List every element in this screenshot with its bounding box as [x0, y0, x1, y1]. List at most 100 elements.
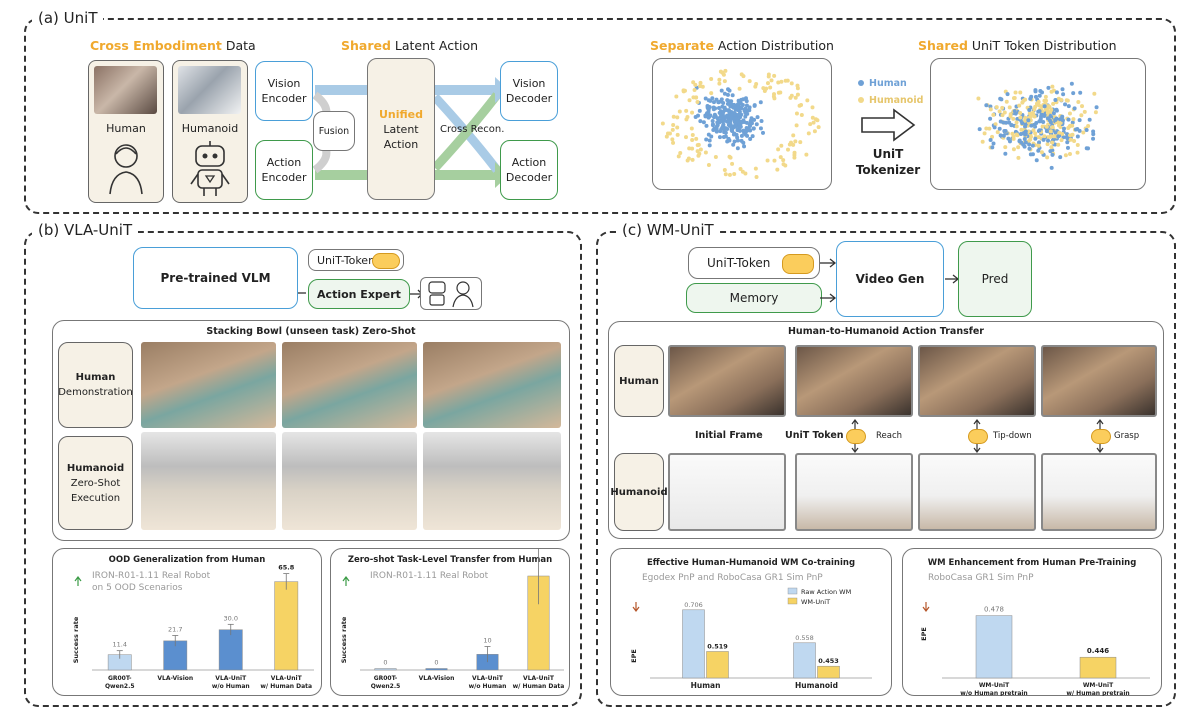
bar-0: [374, 668, 397, 671]
humanoid-exec-frame-3: [423, 432, 561, 530]
scatter-point-humanoid: [690, 137, 695, 142]
scatter-point-human: [1027, 107, 1032, 112]
scatter-point-humanoid: [811, 120, 816, 125]
scatter-point-human: [1041, 120, 1046, 125]
scatter-point-human: [1065, 140, 1070, 145]
scatter-point-human: [1003, 128, 1008, 133]
scatter-point-human: [719, 88, 724, 93]
wm-unit-token-box: UniT-Token: [688, 247, 820, 279]
scatter-point-human: [1027, 142, 1032, 147]
down-arrow-head-icon: [922, 606, 930, 612]
scatter-point-humanoid: [1080, 104, 1085, 109]
bar-2: [218, 629, 243, 671]
tokenizer-arrow-icon: [861, 108, 916, 142]
human-demo-frame-2: [282, 342, 417, 428]
grasp-label: Grasp: [1114, 431, 1140, 441]
scatter-point-humanoid: [695, 99, 700, 104]
reach-token-chip: [846, 429, 866, 444]
scatter-point-humanoid: [685, 114, 690, 119]
scatter-point-human: [1021, 142, 1026, 147]
scatter-point-human: [977, 127, 982, 132]
scatter-point-human: [752, 117, 757, 122]
chart-title: OOD Generalization from Human: [109, 555, 266, 565]
scatter-point-humanoid: [1027, 111, 1032, 116]
scatter-point-human: [1071, 91, 1076, 96]
tipdown-label: Tip-down: [993, 431, 1032, 441]
value-label-0: 0.478: [984, 606, 1004, 614]
shared-tok-word: Shared: [918, 38, 968, 53]
scatter-point-human: [727, 101, 732, 106]
category-label-2: VLA-UniT: [472, 675, 504, 682]
scatter-point-humanoid: [791, 142, 796, 147]
scatter-point-humanoid: [709, 76, 714, 81]
scatter-point-humanoid: [776, 90, 781, 95]
scatter-point-human: [703, 96, 708, 101]
scatter-point-humanoid: [772, 73, 777, 78]
scatter-point-humanoid: [676, 154, 681, 159]
scatter-point-humanoid: [1023, 97, 1028, 102]
scatter-point-human: [747, 108, 752, 113]
chart-title: WM Enhancement from Human Pre-Training: [928, 558, 1137, 568]
bar-3: [274, 581, 299, 671]
scatter-point-human: [696, 113, 701, 118]
scatter-point-humanoid: [1013, 90, 1018, 95]
tipdown-token-chip: [968, 429, 988, 444]
scatter-point-human: [706, 132, 711, 137]
scatter-point-humanoid: [737, 86, 742, 91]
scatter-point-human: [1046, 85, 1051, 90]
scatter-point-human: [758, 126, 763, 131]
human-label: Human: [106, 122, 146, 135]
scatter-point-humanoid: [783, 163, 788, 168]
scatter-point-human: [731, 142, 736, 147]
scatter-point-human: [706, 109, 711, 114]
category-label-2: VLA-UniT: [215, 675, 247, 682]
scatter-point-humanoid: [703, 150, 708, 155]
scatter-point-humanoid: [793, 139, 798, 144]
value-label-1: 21.7: [168, 625, 182, 633]
separate-rest: Action Distribution: [713, 38, 834, 53]
scatter-point-humanoid: [1014, 120, 1019, 125]
scatter-point-humanoid: [690, 132, 695, 137]
vlm-arrows: [298, 289, 423, 299]
bar-1-1: [817, 665, 840, 679]
ood-chart: OOD Generalization from HumanIRON-R01-1.…: [72, 555, 314, 690]
scatter-point-human: [1066, 104, 1071, 109]
chart-subtitle: IRON-R01-1.11 Real Robot: [92, 571, 211, 581]
scatter-point-humanoid: [769, 78, 774, 83]
unified-word: Unified: [378, 107, 424, 121]
scatter-point-humanoid: [1067, 152, 1072, 157]
scatter-point-human: [711, 100, 716, 105]
scatter-point-humanoid: [813, 117, 818, 122]
scatter-point-human: [740, 103, 745, 108]
scatter-point-humanoid: [1036, 143, 1041, 148]
scatter-point-human: [743, 114, 748, 119]
scatter-point-humanoid: [743, 171, 748, 176]
scatter-point-humanoid: [1033, 104, 1038, 109]
robot-icon: [190, 141, 230, 196]
legend-swatch-0: [787, 587, 798, 595]
scatter-point-human: [1045, 116, 1050, 121]
category-label-3: VLA-UniT: [523, 675, 555, 682]
scatter-point-humanoid: [694, 136, 699, 141]
scatter-point-human: [1065, 136, 1070, 141]
humanoid-exec-frame-1: [141, 432, 276, 530]
scatter-point-human: [746, 126, 751, 131]
scatter-point-human: [704, 137, 709, 142]
scatter-point-human: [731, 132, 736, 137]
wm-arrows: [820, 258, 960, 303]
scatter-point-human: [721, 101, 726, 106]
scatter-point-humanoid: [1063, 153, 1068, 158]
scatter-point-humanoid: [1049, 145, 1054, 150]
scatter-point-humanoid: [684, 108, 689, 113]
scatter-point-human: [1006, 136, 1011, 141]
latent-action-text: Latent Action: [383, 122, 419, 151]
scatter-point-human: [1023, 132, 1028, 137]
category-label-1: VLA-Vision: [419, 675, 455, 682]
scatter-point-human: [1086, 146, 1091, 151]
initial-frame-label: Initial Frame: [695, 430, 763, 441]
bar-1: [425, 668, 448, 671]
stacking-bowl-title: Stacking Bowl (unseen task) Zero-Shot: [206, 326, 416, 337]
scatter-point-humanoid: [690, 157, 695, 162]
scatter-point-human: [1033, 88, 1038, 93]
scatter-point-humanoid: [794, 111, 799, 116]
